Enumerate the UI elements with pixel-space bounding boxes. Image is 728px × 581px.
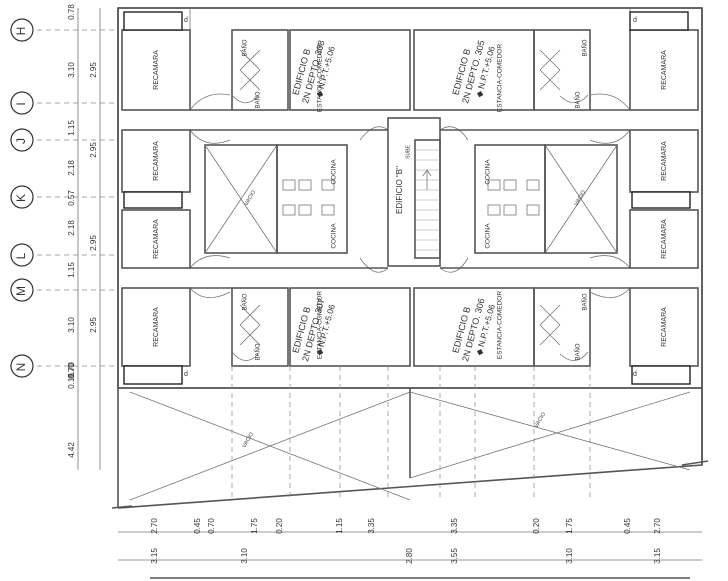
linework: [10, 7, 709, 579]
dim-horizontal: 3.15: [150, 548, 159, 564]
dim-vertical-outer: 3.10: [67, 317, 76, 333]
axis-bubble: [10, 18, 34, 42]
axis-label: I: [14, 102, 28, 105]
dim-vertical-outer: 4.42: [67, 442, 76, 458]
room-label-cocina: COCINA: [331, 223, 338, 249]
room-label-recamara: RECAMARA: [153, 50, 160, 90]
closet-hatches: [123, 11, 691, 385]
dim-vertical-outer: 0.78: [67, 4, 76, 20]
room-label-recamara: RECAMARA: [153, 219, 160, 259]
dim-vertical-outer: 0.15: [67, 373, 76, 389]
dim-vertical-inner: 2.95: [89, 317, 98, 333]
dim-horizontal: 2.80: [405, 548, 414, 564]
dim-vertical-outer: 3.10: [67, 62, 76, 78]
room-label-estancia: ESTANCIA-COMEDOR: [317, 291, 324, 359]
duct-label: d: [633, 371, 637, 378]
room-label-recamara: RECAMARA: [153, 141, 160, 181]
axis-label: H: [14, 27, 28, 36]
room-label-bano: BAÑO: [575, 343, 582, 360]
axis-label: L: [14, 252, 28, 259]
axis-bubble: [10, 354, 34, 378]
apartment-stamp: EDIFICIO B2N DEPTO. 305◆ N.P.T.+5.06: [450, 39, 497, 104]
dim-vertical-outer: 0.70: [67, 363, 76, 379]
room-label-recamara: RECAMARA: [661, 50, 668, 90]
dim-horizontal: 0.20: [275, 518, 284, 534]
dim-vertical-outer: 0.70: [67, 362, 76, 378]
room-label-bano: BAÑO: [242, 39, 249, 56]
dim-horizontal: 3.35: [450, 518, 459, 534]
room-label-vacio: VACIO: [534, 411, 548, 429]
room-label-recamara: RECAMARA: [661, 219, 668, 259]
room-label-recamara: RECAMARA: [153, 307, 160, 347]
room-label-cocina: COCINA: [485, 223, 492, 249]
dim-horizontal: 3.15: [653, 548, 662, 564]
dim-vertical-inner: 2.95: [89, 235, 98, 251]
dim-horizontal: 0.70: [207, 518, 216, 534]
axis-label: J: [14, 138, 28, 144]
dim-vertical-outer: 2.18: [67, 160, 76, 176]
dim-horizontal: 2.70: [653, 518, 662, 534]
dim-vertical-outer: 0.57: [67, 190, 76, 206]
grid-axis-bubbles: H I J K L M N: [10, 18, 34, 378]
dim-horizontal: 0.45: [193, 518, 202, 534]
dim-horizontal: 2.70: [150, 518, 159, 534]
room-label-cocina: COCINA: [331, 159, 338, 185]
dim-horizontal: 1.75: [250, 518, 259, 534]
room-label-recamara: RECAMARA: [661, 141, 668, 181]
dim-horizontal: 1.75: [565, 518, 574, 534]
dim-horizontal: 3.55: [450, 548, 459, 564]
dim-horizontal: 3.35: [367, 518, 376, 534]
axis-label: K: [14, 194, 28, 202]
room-label-bano: BAÑO: [582, 293, 589, 310]
duct-label: d: [184, 371, 188, 378]
axis-bubble: [10, 91, 34, 115]
axis-bubble: [10, 128, 34, 152]
dim-horizontal: 0.20: [532, 518, 541, 534]
dim-horizontal: 3.10: [565, 548, 574, 564]
dim-horizontal: 1.15: [335, 518, 344, 534]
dim-vertical-outer: 1.15: [67, 120, 76, 136]
axis-bubble: [10, 278, 34, 302]
dim-vertical-outer: 1.15: [67, 262, 76, 278]
room-label-bano: BAÑO: [242, 293, 249, 310]
room-label-bano: BAÑO: [255, 91, 262, 108]
dim-horizontal: 0.45: [623, 518, 632, 534]
room-label-cocina: COCINA: [485, 159, 492, 185]
axis-label: M: [14, 286, 28, 296]
building-core-label: EDIFICIO "B": [395, 166, 404, 214]
apartment-stamp: EDIFICIO B2N DEPTO. 306◆ N.P.T.+5.06: [450, 297, 497, 362]
stair-label: SUBE: [405, 145, 411, 159]
apartment-stamp: EDIFICIO B2N DEPTO. 307◆ N.P.T.+5.06: [290, 297, 337, 362]
axis-label: N: [14, 363, 28, 372]
room-label-bano: BAÑO: [582, 39, 589, 56]
dim-vertical-outer: 2.18: [67, 220, 76, 236]
dim-vertical-inner: 2.95: [89, 142, 98, 158]
duct-label: d: [184, 17, 188, 24]
room-label-estancia: ESTANCIA-COMEDOR: [497, 44, 504, 112]
axis-bubble: [10, 243, 34, 267]
dim-vertical-inner: 2.95: [89, 62, 98, 78]
dimension-labels: 0.783.101.152.180.572.181.153.100.700.15…: [67, 4, 662, 564]
apartment-stamp: EDIFICIO B2N DEPTO. 308◆ N.P.T.+5.06: [290, 39, 337, 104]
duct-label: d: [633, 17, 637, 24]
room-label-recamara: RECAMARA: [661, 307, 668, 347]
room-label-estancia: ESTANCIA-COMEDOR: [497, 291, 504, 359]
room-label-bano: BAÑO: [575, 91, 582, 108]
axis-bubble: [10, 185, 34, 209]
room-label-bano: BAÑO: [255, 343, 262, 360]
dim-horizontal: 3.10: [240, 548, 249, 564]
room-label-estancia: ESTANCIA-COMEDOR: [317, 44, 324, 112]
